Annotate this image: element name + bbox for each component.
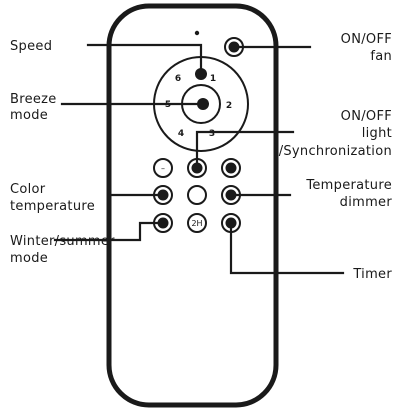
leader-timer bbox=[229, 221, 345, 275]
dial-number-2: 2 bbox=[226, 101, 232, 111]
blank-button[interactable] bbox=[187, 185, 207, 205]
label-winter-summer-line1: Winter/summer bbox=[10, 234, 115, 249]
label-onoff-fan-line2: fan bbox=[370, 49, 392, 64]
minus-button[interactable] bbox=[153, 158, 173, 178]
dial-number-1: 1 bbox=[210, 74, 216, 84]
dial-number-6: 6 bbox=[175, 74, 181, 84]
leader-winter-summer bbox=[53, 221, 165, 242]
label-timer: Timer bbox=[352, 267, 392, 282]
label-onoff-light-line3: /Synchronization bbox=[279, 144, 392, 159]
label-winter-summer-line2: mode bbox=[10, 251, 48, 266]
label-onoff-fan-line1: ON/OFF bbox=[341, 32, 392, 47]
leader-lines bbox=[53, 43, 345, 275]
minus-button-label: – bbox=[161, 164, 165, 173]
label-speed: Speed bbox=[10, 39, 52, 54]
label-onoff-light-line2: light bbox=[362, 126, 392, 141]
dial-number-4: 4 bbox=[178, 129, 184, 139]
label-color-temp-line2: temperature bbox=[10, 199, 95, 214]
label-color-temp-line1: Color bbox=[10, 182, 46, 197]
indicator-led bbox=[194, 30, 200, 36]
two-hour-button-label: 2H bbox=[191, 219, 202, 228]
label-temp-dimmer-line1: Temperature bbox=[305, 178, 392, 193]
label-breeze-line1: Breeze bbox=[10, 92, 57, 107]
label-onoff-light-line1: ON/OFF bbox=[341, 109, 392, 124]
label-breeze-line2: mode bbox=[10, 108, 48, 123]
dial-number-3: 3 bbox=[209, 129, 215, 139]
label-temp-dimmer-line2: dimmer bbox=[340, 195, 393, 210]
leader-speed bbox=[86, 43, 203, 76]
two-hour-button[interactable] bbox=[187, 213, 207, 233]
leader-onoff-light bbox=[195, 130, 295, 170]
temp-up-button-dot bbox=[225, 162, 237, 174]
